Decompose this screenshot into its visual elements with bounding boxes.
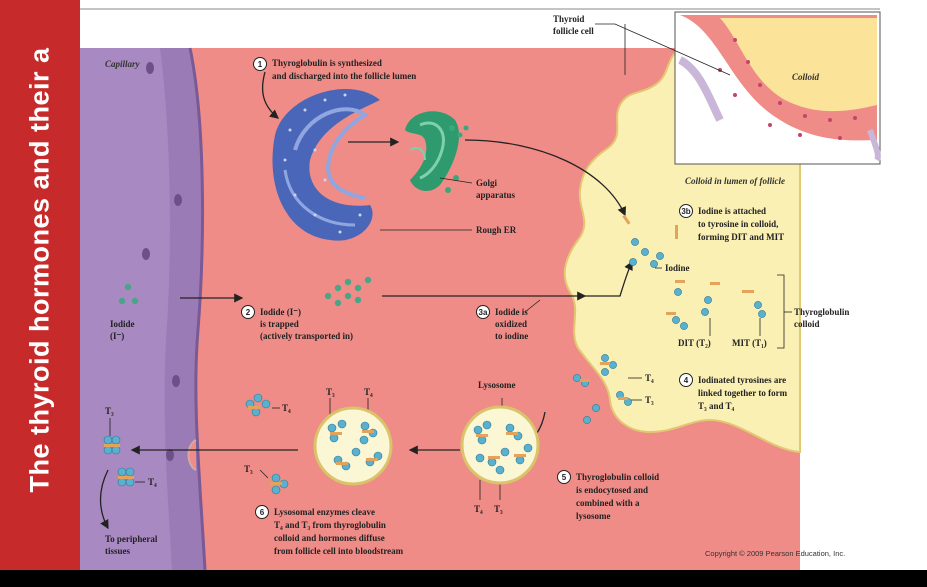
- rough-er-label: Rough ER: [476, 225, 517, 235]
- iodide-label: Iodide (I⁻): [110, 319, 137, 341]
- copyright-text: Copyright © 2009 Pearson Education, Inc.: [705, 549, 845, 558]
- iodide-ions: [118, 276, 372, 307]
- slide-title: The thyroid hormones and their a: [24, 47, 55, 493]
- t3-label-lysosome-right: T₃: [494, 504, 503, 514]
- t3-label-lysosome: T₃: [326, 387, 335, 397]
- t3-label-colloid: T₃: [645, 395, 654, 405]
- iodine-molecules: [573, 238, 766, 424]
- golgi-apparatus: [405, 111, 469, 193]
- step-6-text: Lysosomal enzymes cleave T₄ and T₃ from …: [274, 507, 404, 556]
- step-3a-number: 3a: [479, 308, 488, 317]
- step-4-number: 4: [684, 376, 689, 385]
- iodine-label: Iodine: [665, 263, 690, 273]
- colloid-lumen-label: Colloid in lumen of follicle: [685, 176, 785, 186]
- t3-label-blood: T₃: [105, 406, 114, 416]
- thyroglobulin-colloid-label: Thyroglobulin colloid: [794, 307, 852, 329]
- rough-er: [272, 88, 380, 241]
- lysosome-label: Lysosome: [478, 380, 516, 390]
- colloid-label: Colloid: [792, 72, 820, 82]
- dit-label: DIT (T₂): [678, 338, 711, 348]
- t4-label-blood: T₄: [148, 477, 157, 487]
- slide-area: Colloid: [80, 0, 927, 570]
- t4-label-lysosome: T₄: [364, 387, 373, 397]
- follicle-inset: Colloid: [674, 11, 881, 165]
- t4-label-colloid: T₄: [645, 373, 654, 383]
- step-3b-text: Iodine is attached to tyrosine in colloi…: [698, 206, 784, 242]
- thyroid-hormone-synthesis-figure: Colloid: [80, 8, 881, 570]
- golgi-label: Golgi apparatus: [476, 178, 516, 200]
- step-3b-number: 3b: [681, 207, 690, 216]
- free-hormones: [103, 393, 289, 495]
- lysosome-right: [460, 405, 540, 485]
- t4-label-lysosome-right: T₄: [474, 504, 483, 514]
- step-2-number: 2: [246, 308, 251, 317]
- lysosome-middle: [313, 406, 393, 486]
- capillary-label: Capillary: [105, 59, 141, 69]
- capillary-pore: [187, 439, 197, 471]
- capillary-wall-cells: [142, 62, 182, 461]
- step-1-text: Thyroglobulin is synthesized and dischar…: [272, 58, 416, 81]
- step-3a-text: Iodide is oxidized to iodine: [495, 307, 530, 341]
- bottom-bar: [0, 570, 927, 587]
- tyrosine-residues: [580, 214, 754, 400]
- t3-label-free: T₃: [244, 464, 253, 474]
- step-5-number: 5: [562, 473, 567, 482]
- mit-label: MIT (T₁): [732, 338, 767, 348]
- to-peripheral-tissues-label: To peripheral tissues: [105, 534, 160, 556]
- step-4-text: Iodinated tyrosines are linked together …: [698, 375, 789, 411]
- step-5-text: Thyroglobulin colloid is endocytosed and…: [576, 472, 661, 521]
- thyroid-follicle-cell-label: Thyroid follicle cell: [553, 14, 594, 36]
- step-markers: [241, 57, 693, 519]
- title-sidebar: The thyroid hormones and their a: [0, 0, 80, 570]
- step-2-text: Iodide (I⁻) is trapped (actively transpo…: [260, 307, 353, 341]
- t4-label-free: T₄: [282, 403, 291, 413]
- step-1-number: 1: [258, 60, 263, 69]
- step-6-number: 6: [260, 508, 265, 517]
